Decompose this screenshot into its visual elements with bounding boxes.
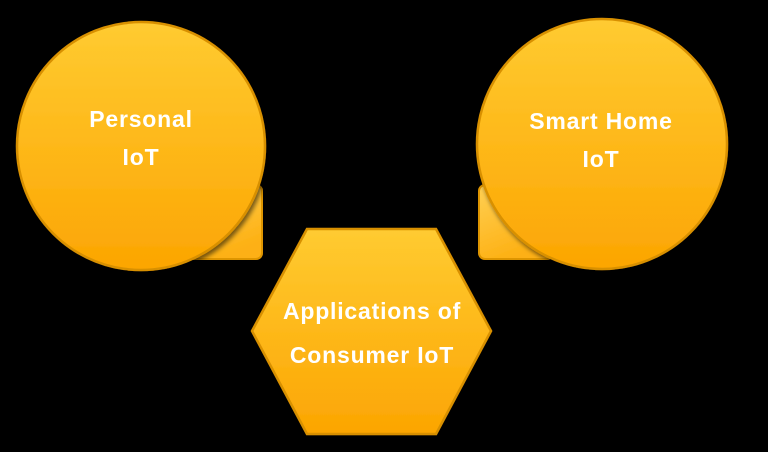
smart-home-iot-label-line2: IoT [583, 146, 620, 172]
personal-iot-circle [15, 20, 267, 272]
smart-home-iot-circle [475, 17, 729, 271]
smart-home-iot-label-line1: Smart Home [529, 108, 672, 134]
personal-iot-label-line1: Personal [89, 106, 193, 132]
applications-consumer-iot-hexagon [250, 227, 493, 436]
personal-iot-label-line2: IoT [123, 144, 160, 170]
hexagon-label-line1: Applications of [283, 298, 461, 324]
hexagon-label-line2: Consumer IoT [290, 342, 454, 368]
